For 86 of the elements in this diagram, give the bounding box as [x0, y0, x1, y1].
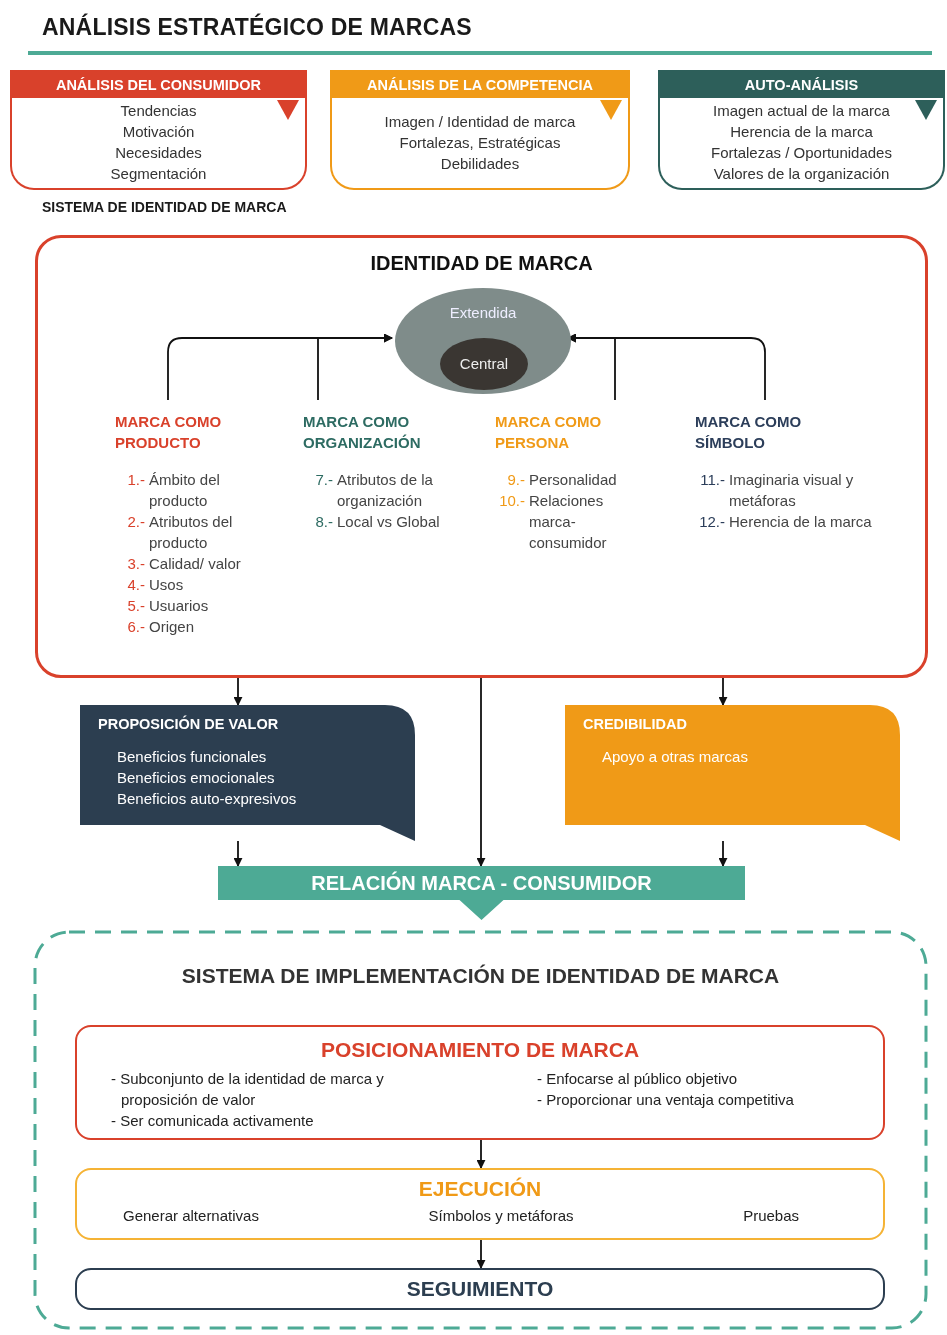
arrow [476, 677, 486, 867]
column-heading: MARCA COMO ORGANIZACIÓN [303, 412, 422, 453]
arrow [317, 333, 393, 401]
list-item: Herencia de la marca [730, 122, 873, 142]
bullet-item: - Subconjunto de la identidad de marca y proposición de valor [111, 1069, 385, 1110]
diagram-title: ANÁLISIS ESTRATÉGICO DE MARCAS [42, 14, 472, 41]
frame-heading: IDENTIDAD DE MARCA [369, 252, 594, 275]
list-item: Fortalezas / Oportunidades [711, 143, 892, 163]
consumer-analysis-card [10, 70, 307, 190]
list-item: Generar alternativas [123, 1207, 259, 1224]
self-analysis-card [658, 70, 945, 190]
card-header: ANÁLISIS DE LA COMPETENCIA [330, 70, 630, 98]
item-number: 10.- [498, 491, 526, 511]
list-item: Relaciones marca-consumidor [529, 491, 608, 553]
box-heading: EJECUCIÓN [417, 1176, 543, 1201]
banner-text: RELACIÓN MARCA - CONSUMIDOR [310, 870, 653, 896]
box-heading: POSICIONAMIENTO DE MARCA [319, 1037, 641, 1062]
list-item: Beneficios funcionales [117, 747, 268, 767]
item-number: 11.- [699, 470, 726, 490]
list-item: Fortalezas, Estratégicas [399, 132, 561, 153]
section-label: SISTEMA DE IDENTIDAD DE MARCA [42, 199, 287, 215]
value-proposition-callout [80, 705, 415, 841]
item-number: 8.- [314, 512, 334, 532]
list-item: Apoyo a otras marcas [602, 747, 749, 767]
item-number: 7.- [314, 470, 334, 490]
list-item: Usos [149, 575, 185, 595]
item-number: 3.- [126, 554, 146, 574]
list-item: Pruebas [743, 1207, 799, 1224]
list-item: Beneficios auto-expresivos [117, 789, 298, 809]
arrow [233, 677, 243, 706]
item-number: 1.- [126, 470, 146, 490]
list-item: Símbolos y metáforas [428, 1207, 574, 1224]
callout-heading: PROPOSICIÓN DE VALOR [97, 714, 280, 732]
bullet-item: - Proporcionar una ventaja competitiva [537, 1090, 795, 1110]
ellipse-label: Extendida [448, 303, 518, 321]
list-item: Imaginaria visual y metáforas [729, 470, 855, 511]
item-number: 4.- [126, 575, 146, 595]
list-item: Debilidades [440, 153, 520, 174]
arrow [718, 677, 728, 706]
list-item: Necesidades [115, 143, 202, 163]
competition-analysis-card [330, 70, 630, 190]
item-number: 2.- [126, 512, 146, 532]
list-item: Personalidad [529, 470, 618, 490]
bullet-item: - Enfocarse al público objetivo [537, 1069, 739, 1089]
list-item: Atributos de la organización [337, 470, 434, 511]
list-item: Usuarios [149, 596, 210, 616]
brand-identity-frame [35, 235, 928, 678]
list-item: Imagen / Identidad de marca [384, 111, 576, 132]
core-identity-ellipse [440, 338, 528, 390]
extended-identity-ellipse [395, 288, 571, 394]
arrow [476, 1239, 486, 1269]
list-item: Segmentación [110, 164, 207, 184]
card-header: ANÁLISIS DEL CONSUMIDOR [10, 70, 307, 98]
list-item: Ámbito del producto [149, 470, 221, 511]
list-item: Valores de la organización [713, 164, 890, 184]
list-item: Motivación [122, 122, 195, 142]
positioning-box [75, 1025, 885, 1140]
callout-heading: CREDIBILIDAD [582, 715, 688, 732]
list-item: Herencia de la marca [729, 512, 873, 532]
item-number: 9.- [506, 470, 526, 490]
implementation-frame [33, 930, 928, 1330]
list-item: Origen [149, 617, 196, 637]
box-heading: SEGUIMIENTO [405, 1276, 555, 1302]
frame-heading: SISTEMA DE IMPLEMENTACIÓN DE IDENTIDAD DE MARCA [180, 963, 781, 988]
execution-box [75, 1168, 885, 1240]
arrow [718, 840, 728, 867]
credibility-callout [565, 705, 900, 841]
column-heading: MARCA COMO SÍMBOLO [695, 412, 803, 453]
item-number: 12.- [698, 512, 726, 532]
list-item: Imagen actual de la marca [713, 101, 890, 121]
column-heading: MARCA COMO PERSONA [495, 412, 603, 453]
bullet-item: - Ser comunicada activamente [111, 1111, 315, 1131]
list-item: Atributos del producto [149, 512, 234, 553]
relationship-banner [218, 866, 745, 920]
list-item: Tendencias [120, 101, 197, 121]
ellipse-label: Central [458, 354, 510, 374]
list-item: Beneficios emocionales [117, 768, 276, 788]
item-number: 6.- [126, 617, 146, 637]
list-item: Local vs Global [337, 512, 441, 532]
card-header: AUTO-ANÁLISIS [658, 70, 945, 98]
arrow [476, 1139, 486, 1169]
item-number: 5.- [126, 596, 146, 616]
column-heading: MARCA COMO PRODUCTO [115, 412, 223, 453]
tracking-box [75, 1268, 885, 1310]
list-item: Calidad/ valor [149, 554, 242, 574]
arrow [233, 840, 243, 867]
